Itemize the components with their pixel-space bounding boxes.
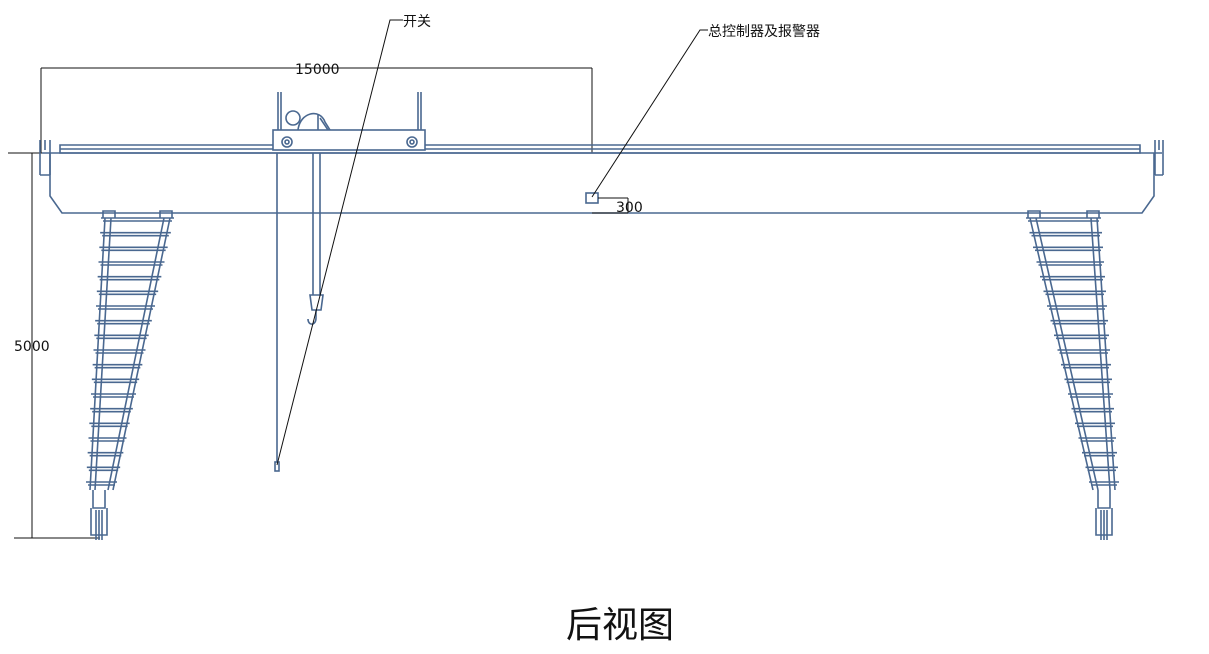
right-leg (1026, 210, 1119, 540)
height-dimension: 5000 (8, 152, 100, 539)
main-girder (39, 140, 1164, 214)
trolley (272, 92, 426, 151)
controller-label: 总控制器及报警器 (708, 24, 820, 40)
span-dimension-text: 15000 (295, 62, 340, 78)
switch-label: 开关 (403, 14, 431, 30)
pendant-switch (274, 461, 280, 472)
drawing-title: 后视图 (565, 605, 674, 646)
switch-leader (276, 19, 403, 466)
hoist-motor (285, 110, 301, 126)
controller-box (585, 192, 599, 204)
height-dimension-text: 5000 (14, 339, 50, 355)
left-leg (86, 210, 174, 540)
hook-assembly (307, 153, 324, 325)
controller-leader (591, 29, 708, 198)
span-dimension: 15000 (40, 62, 593, 153)
offset-dimension-text: 300 (616, 200, 643, 216)
